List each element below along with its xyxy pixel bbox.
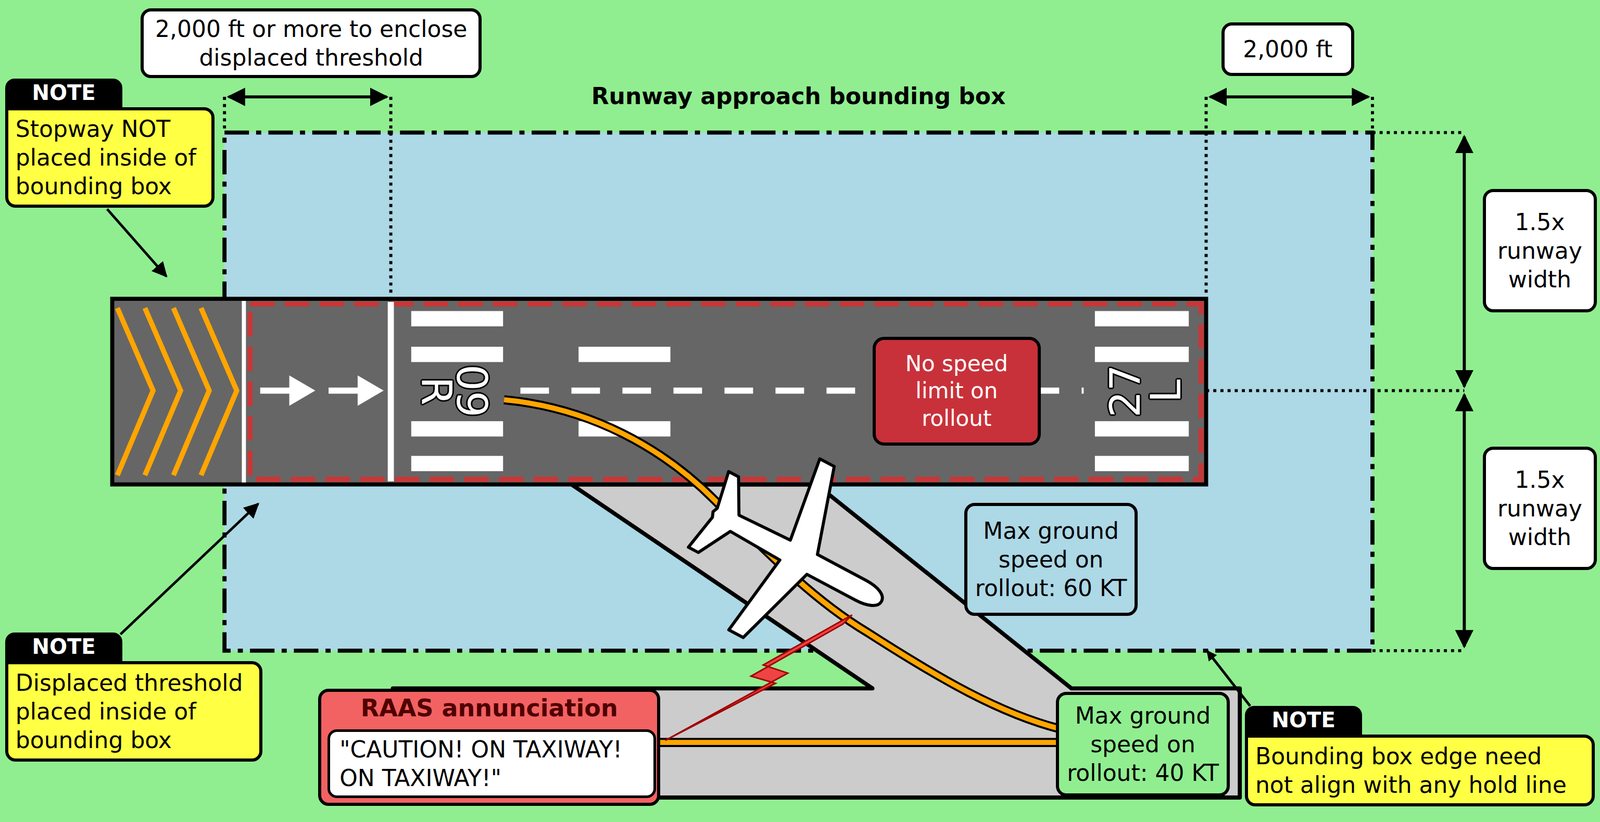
note-tag: NOTE xyxy=(1244,706,1363,735)
extension-line xyxy=(1370,96,1375,133)
note-callout: NOTE Bounding box edge need not align wit… xyxy=(1244,706,1595,807)
extension-line xyxy=(222,96,226,133)
bounding-box: Runway approach bounding boxNo speed lim… xyxy=(224,132,1373,652)
chevron xyxy=(173,308,210,476)
note-text: Stopway NOT placed inside of bounding bo… xyxy=(15,114,205,201)
note-tag: NOTE xyxy=(5,632,123,662)
note-tag: NOTE xyxy=(5,78,123,108)
chevron xyxy=(117,308,154,476)
lightning-bolt xyxy=(665,614,853,741)
note-callout: NOTE Stopway NOT placed inside of boundin… xyxy=(5,78,215,208)
extension-line xyxy=(1372,649,1465,653)
box-text: No speed limit on rollout xyxy=(892,350,1021,433)
taxi-path xyxy=(658,739,1062,746)
box-text: 2,000 ft or more to enclose displaced th… xyxy=(148,14,474,72)
note-leader xyxy=(107,209,167,277)
threshold-marking xyxy=(411,456,503,472)
threshold-marking xyxy=(411,311,503,327)
box-text: Max ground speed on rollout: 40 KT xyxy=(1063,701,1223,788)
stopway-chevrons xyxy=(117,308,237,476)
dimension-box: 2,000 ft xyxy=(1221,22,1355,77)
extension-line xyxy=(1206,388,1465,393)
dimension-box: 1.5x runway width xyxy=(1482,189,1598,313)
box-text: "CAUTION! ON TAXIWAY! ON TAXIWAY!" xyxy=(339,735,645,793)
note-body: Displaced threshold placed inside of bou… xyxy=(5,661,263,762)
dimension-arrow xyxy=(1462,136,1466,387)
annunciation-box: RAAS annunciation "CAUTION! ON TAXIWAY! O… xyxy=(318,688,661,806)
threshold-bar xyxy=(387,301,395,482)
threshold-marking xyxy=(1094,346,1189,362)
runway-designator: R xyxy=(414,376,457,406)
box-heading: Runway approach bounding box xyxy=(224,81,1373,111)
runway-designator: L xyxy=(1145,379,1188,403)
displaced-threshold-arrows xyxy=(260,376,383,406)
chevron xyxy=(200,308,237,476)
dimension-arrow xyxy=(228,95,387,99)
arrow-head xyxy=(290,376,315,406)
note-body: Stopway NOT placed inside of bounding bo… xyxy=(5,107,215,208)
threshold-marking xyxy=(411,346,503,362)
annunciation-text-box: "CAUTION! ON TAXIWAY! ON TAXIWAY!" xyxy=(327,729,657,799)
note-callout: NOTE Displaced threshold placed inside of… xyxy=(5,632,263,762)
threshold-marking xyxy=(1094,311,1189,327)
box-text: 1.5x runway width xyxy=(1488,207,1593,294)
note-text: Displaced threshold placed inside of bou… xyxy=(15,668,253,755)
runway-designator: 09 xyxy=(450,364,493,418)
box-text: Max ground speed on rollout: 60 KT xyxy=(971,516,1131,603)
extension-line xyxy=(389,96,393,299)
threshold-marking xyxy=(411,421,503,437)
threshold-marking xyxy=(1094,456,1189,472)
dimension-arrow xyxy=(1210,95,1369,99)
runway-designator: 27 xyxy=(1104,364,1147,418)
annunciation-heading: RAAS annunciation xyxy=(321,694,658,723)
dimension-box: 1.5x runway width xyxy=(1482,446,1598,571)
box-text: 1.5x runway width xyxy=(1488,465,1593,552)
note-leader xyxy=(120,504,259,635)
threshold-marking xyxy=(1094,421,1189,437)
runway-start-line xyxy=(241,300,246,483)
runway-markings xyxy=(411,311,1189,472)
chevron xyxy=(144,308,181,476)
arrow-head xyxy=(358,376,383,406)
note-body: Bounding box edge need not align with an… xyxy=(1244,734,1595,807)
note-text: Bounding box edge need not align with an… xyxy=(1255,741,1585,800)
speed-limit-box: Max ground speed on rollout: 60 KT xyxy=(964,502,1138,616)
speed-limit-box: No speed limit on rollout xyxy=(872,336,1041,447)
touchdown-marking xyxy=(578,346,671,362)
dimension-box: 2,000 ft or more to enclose displaced th… xyxy=(140,8,482,79)
extension-line xyxy=(1372,131,1465,135)
speed-limit-box: Max ground speed on rollout: 40 KT xyxy=(1055,691,1230,797)
dimension-arrow xyxy=(1462,394,1466,647)
box-text: 2,000 ft xyxy=(1229,34,1346,64)
taxi-path-outline xyxy=(658,737,1062,748)
extension-line xyxy=(1204,96,1208,299)
